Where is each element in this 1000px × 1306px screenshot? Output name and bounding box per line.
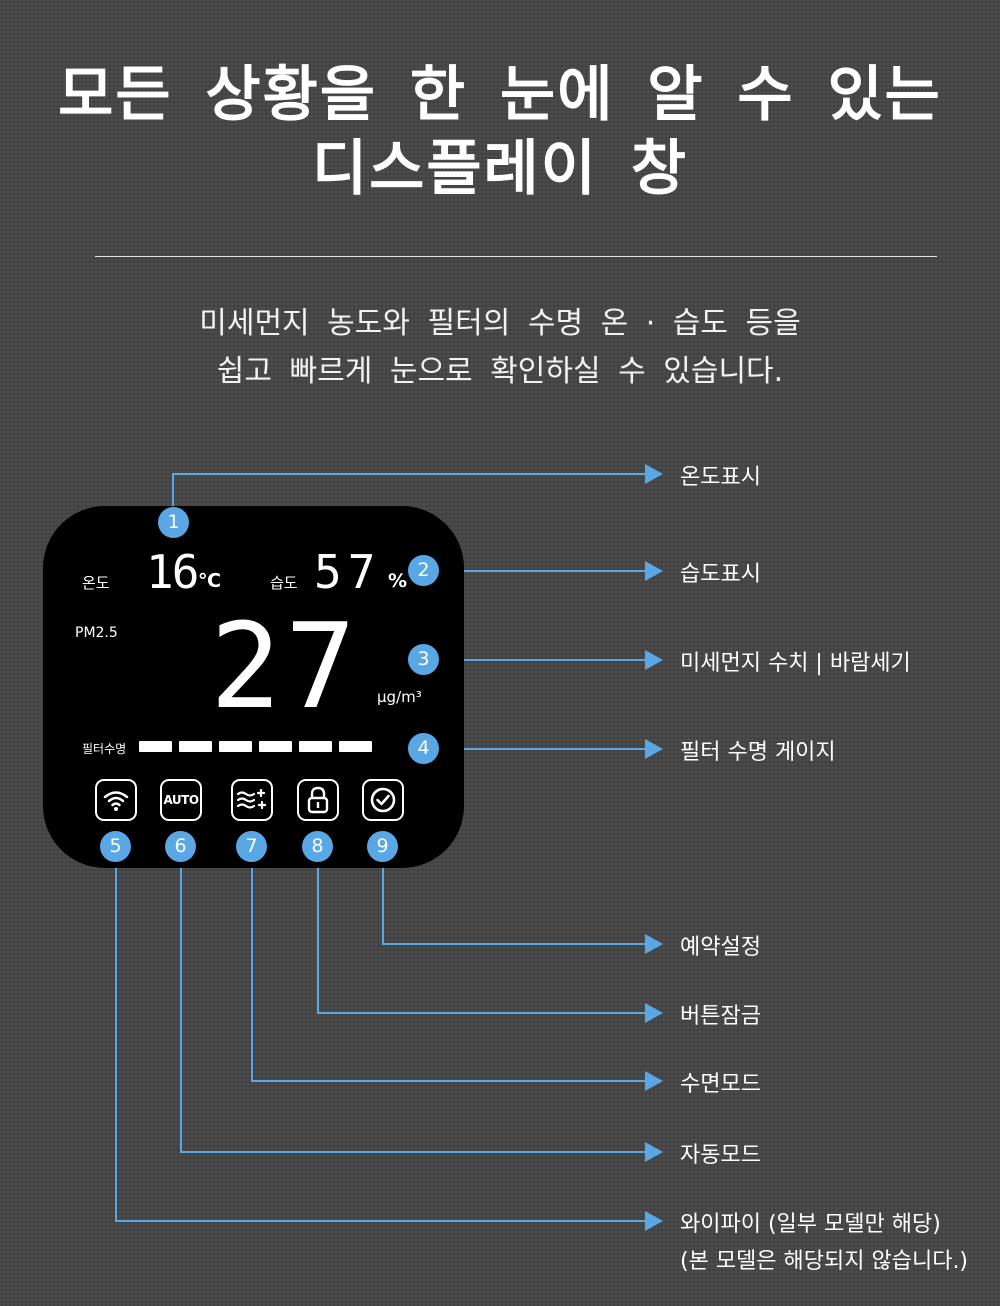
filter-gauge-segment <box>259 741 292 752</box>
badge-2: 2 <box>408 555 439 586</box>
label-humidity-display: 습도표시 <box>680 562 761 587</box>
badge-1: 1 <box>158 507 189 538</box>
wifi-button[interactable] <box>95 779 137 821</box>
badge-5: 5 <box>100 831 131 862</box>
subtitle-line1: 미세먼지 농도와 필터의 수명 온 · 습도 등을 <box>199 306 801 341</box>
auto-mode-button[interactable]: AUTO <box>160 779 202 821</box>
badge-3: 3 <box>408 644 439 675</box>
label-wifi-note: (본 모델은 해당되지 않습니다.) <box>680 1249 969 1274</box>
filter-gauge-segment <box>299 741 332 752</box>
page-title-line1: 모든 상황을 한 눈에 알 수 있는 <box>58 60 942 130</box>
humidity-unit: % <box>388 570 408 592</box>
lock-button[interactable] <box>297 779 339 821</box>
sleep-mode-icon <box>236 788 267 810</box>
divider <box>95 256 937 257</box>
badge-9: 9 <box>367 831 398 862</box>
filter-gauge-segment <box>179 741 212 752</box>
label-sleep-mode: 수면모드 <box>680 1072 761 1097</box>
badge-8: 8 <box>302 831 333 862</box>
temperature-label: 온도 <box>82 574 110 592</box>
humidity-value: 57 <box>314 545 382 599</box>
badge-4: 4 <box>408 733 439 764</box>
label-filter-gauge: 필터 수명 게이지 <box>680 740 836 765</box>
auto-icon: AUTO <box>163 793 199 807</box>
label-auto-mode: 자동모드 <box>680 1143 761 1168</box>
page-title-line2: 디스플레이 창 <box>311 134 689 204</box>
pm25-unit: μg/m³ <box>377 688 422 706</box>
filter-gauge-segment <box>339 741 372 752</box>
badge-7: 7 <box>236 831 267 862</box>
label-pm-wind: 미세먼지 수치 | 바람세기 <box>680 651 911 676</box>
display-panel <box>43 506 464 868</box>
humidity-label: 습도 <box>270 574 298 592</box>
lock-icon <box>307 786 329 814</box>
sleep-mode-button[interactable] <box>231 779 273 821</box>
pm25-value: 27 <box>210 597 361 735</box>
wifi-icon <box>103 791 129 811</box>
clock-icon <box>370 787 396 813</box>
subtitle-line2: 쉽고 빠르게 눈으로 확인하실 수 있습니다. <box>216 354 784 389</box>
filter-gauge-segment <box>139 741 172 752</box>
label-reservation: 예약설정 <box>680 935 761 960</box>
label-button-lock: 버튼잠금 <box>680 1004 761 1029</box>
label-wifi: 와이파이 (일부 모델만 해당) <box>680 1212 941 1237</box>
label-temperature-display: 온도표시 <box>680 465 761 490</box>
pm25-label: PM2.5 <box>75 625 118 641</box>
filter-life-label: 필터수명 <box>82 742 127 756</box>
filter-gauge-segment <box>219 741 252 752</box>
timer-button[interactable] <box>362 779 404 821</box>
badge-6: 6 <box>165 831 196 862</box>
temperature-unit: ℃ <box>198 570 222 592</box>
temperature-value: 16 <box>146 545 199 599</box>
